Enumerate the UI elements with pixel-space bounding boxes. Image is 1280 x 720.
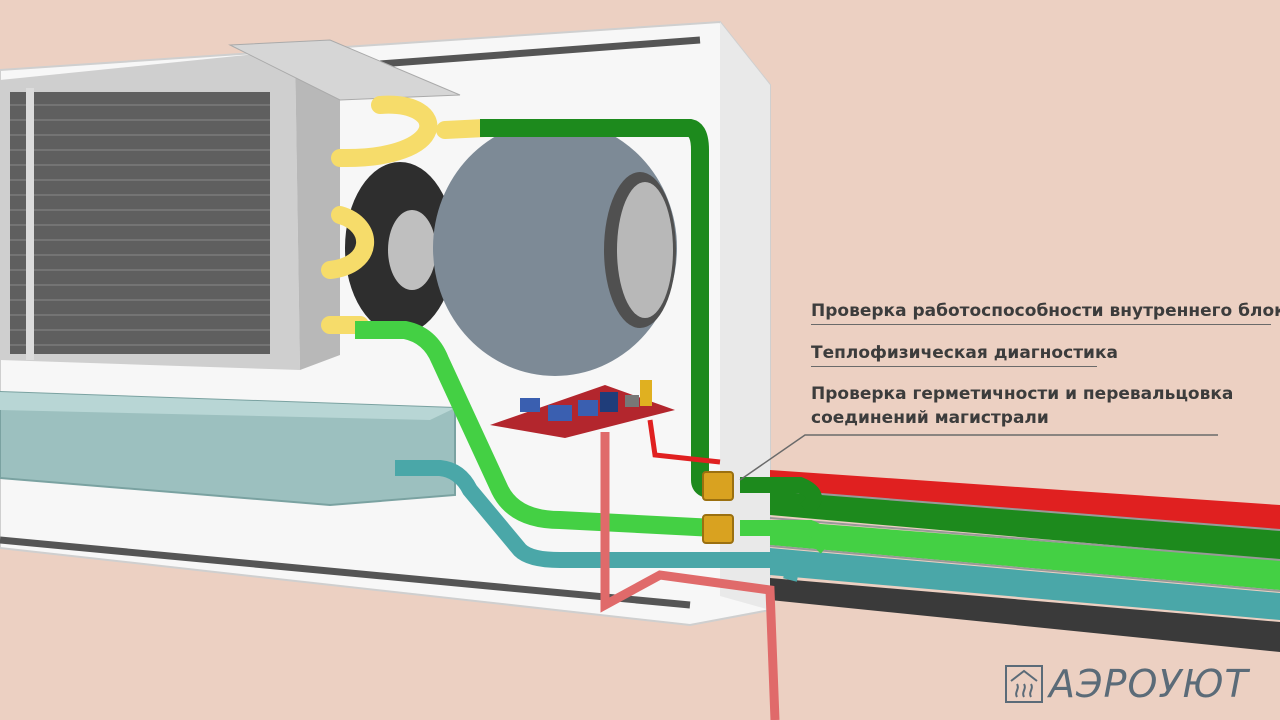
power-wire — [647, 419, 721, 465]
annotation-leak-test-line1: Проверка герметичности и перевальцовка — [811, 384, 1234, 404]
drain-pipe — [395, 460, 790, 568]
heat-exchanger — [0, 39, 461, 370]
brand-logo: АЭРОУЮТ — [1005, 662, 1249, 706]
annotation-leader — [739, 434, 1218, 481]
annotation-underline — [811, 324, 1271, 325]
gas-connector — [740, 477, 822, 517]
control-board — [490, 380, 675, 438]
annotation-thermal-diagnostics: Теплофизическая диагностика — [811, 343, 1118, 363]
brand-name: АЭРОУЮТ — [1049, 662, 1249, 706]
refrigerant-line-set — [769, 470, 1280, 652]
drain-pan — [0, 390, 456, 507]
annotation-unit-check: Проверка работоспособности внутреннего б… — [811, 301, 1280, 321]
flare-fittings — [702, 471, 734, 544]
heat-waves-icon — [1005, 665, 1043, 703]
annotation-leak-test-line2: соединений магистрали — [811, 408, 1049, 428]
liquid-pipe — [355, 321, 716, 537]
drain-connector — [769, 553, 798, 582]
control-wire — [600, 432, 780, 720]
annotation-underline — [811, 366, 1097, 367]
liquid-connector — [740, 520, 829, 554]
fan-housing — [345, 120, 677, 376]
